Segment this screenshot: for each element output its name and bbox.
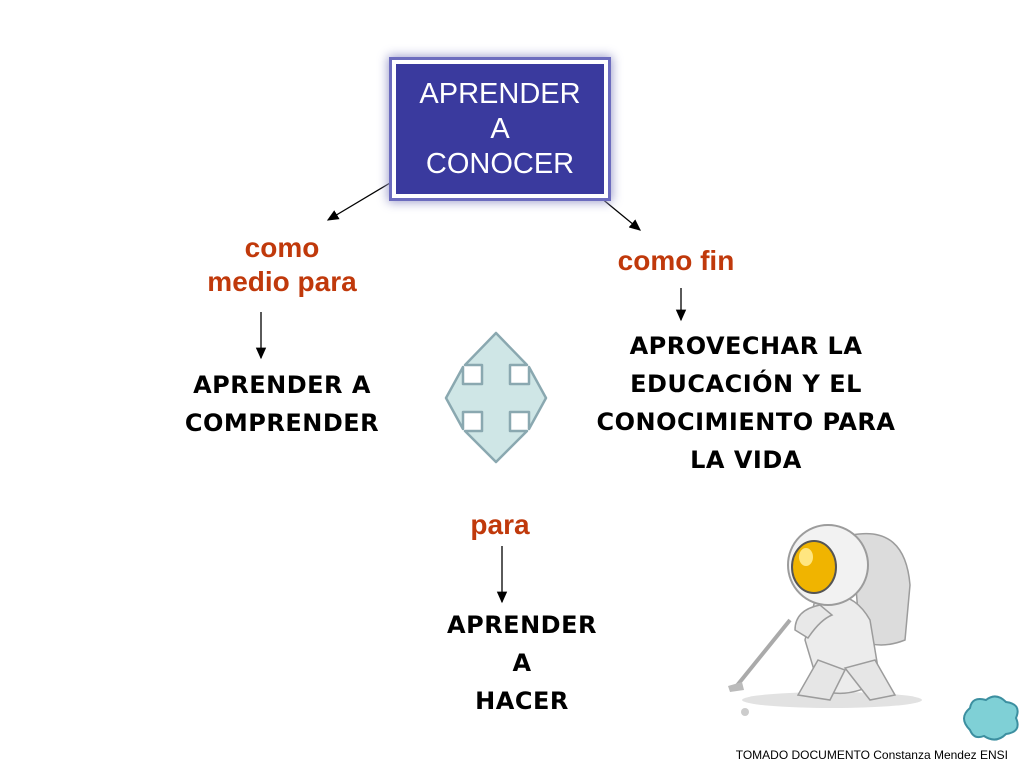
node-line: LA VIDA	[690, 446, 802, 474]
title-line: CONOCER	[425, 147, 575, 180]
connector-bottom: para	[470, 509, 530, 540]
title-line: APRENDER	[419, 77, 581, 110]
node-line: APRENDER A	[193, 371, 371, 399]
node-aprender-comprender: APRENDER A COMPRENDER	[152, 366, 412, 442]
title-box: APRENDER A CONOCER	[392, 60, 608, 198]
node-line: COMPRENDER	[184, 409, 380, 437]
arrow-title-to-right	[594, 192, 642, 231]
astronaut-golfer-icon	[728, 524, 922, 716]
credit-text: TOMADO DOCUMENTO Constanza Mendez ENSI	[735, 748, 1008, 762]
node-aprovechar: APROVECHAR LA EDUCACIÓN Y EL CONOCIMIENT…	[536, 327, 956, 479]
speech-cloud-icon	[963, 695, 1019, 741]
connector-left-line: medio para	[207, 266, 357, 297]
node-aprender-hacer: APRENDER A HACER	[402, 606, 642, 720]
four-way-arrow-icon	[444, 331, 548, 464]
node-line: A	[512, 649, 532, 677]
node-line: APRENDER	[447, 611, 597, 639]
arrow-title-to-left	[326, 182, 391, 221]
connector-left-line: como	[244, 232, 320, 263]
connector-left: como medio para	[172, 231, 392, 299]
node-line: HACER	[475, 687, 569, 715]
node-line: CONOCIMIENTO PARA	[596, 408, 896, 436]
connector-right: como fin	[617, 245, 735, 276]
title-line: A	[490, 112, 510, 145]
node-line: EDUCACIÓN Y EL	[630, 370, 862, 398]
node-line: APROVECHAR LA	[629, 332, 863, 360]
